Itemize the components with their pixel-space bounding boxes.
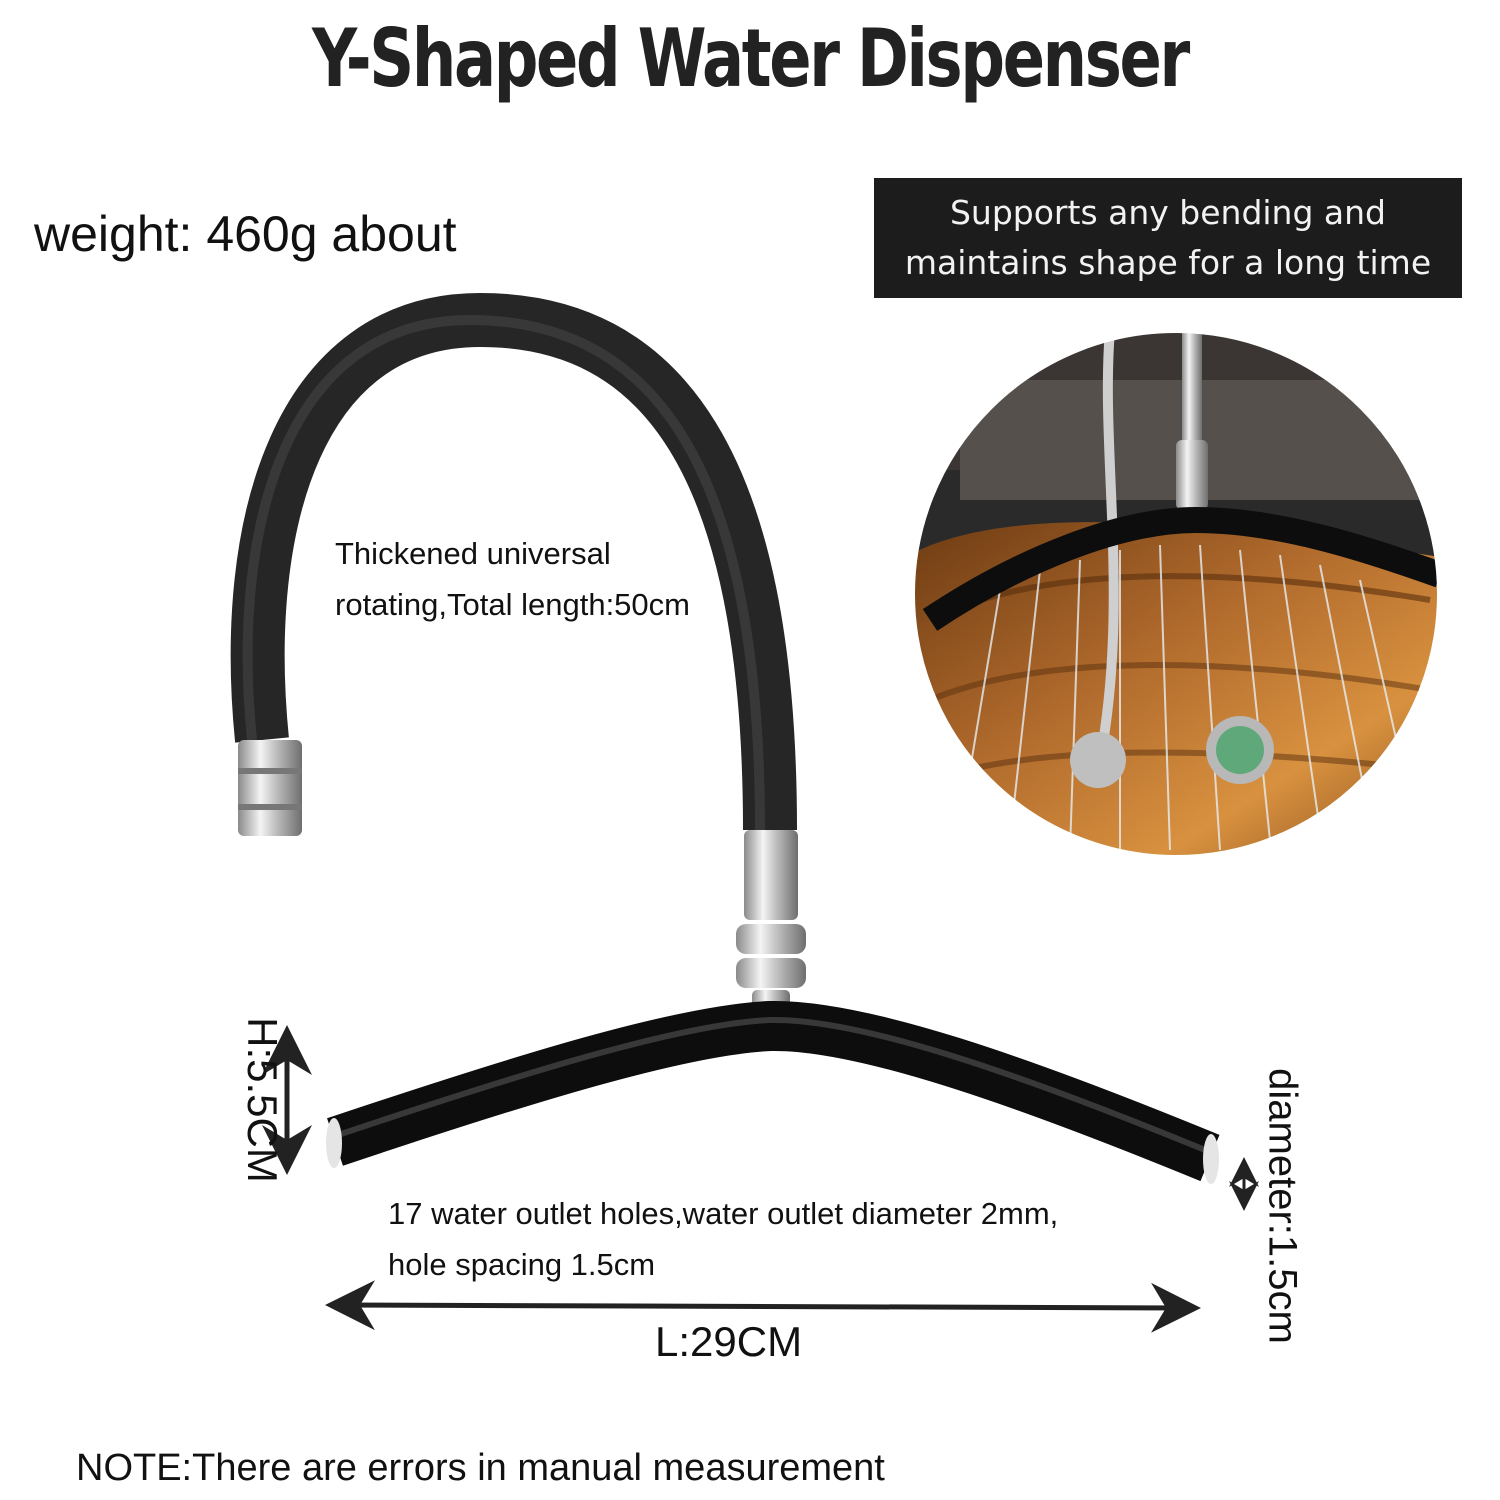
length-arrow xyxy=(325,1280,1201,1333)
usage-photo xyxy=(914,332,1438,856)
swivel-joint xyxy=(736,830,806,1020)
hose-description: Thickened universal rotating,Total lengt… xyxy=(335,528,690,630)
hose-line-1: Thickened universal xyxy=(335,536,611,571)
height-dimension: H:5.5CM xyxy=(239,1017,286,1183)
weight-label: weight: 460g about xyxy=(34,206,457,262)
holes-line-2: hole spacing 1.5cm xyxy=(388,1247,656,1282)
holes-line-1: 17 water outlet holes,water outlet diame… xyxy=(388,1196,1059,1231)
length-dimension: L:29CM xyxy=(655,1318,803,1365)
diameter-dimension: diameter:1.5cm xyxy=(1260,1068,1305,1344)
outlet-pipe xyxy=(326,1000,1220,1184)
badge-line-2: maintains shape for a long time xyxy=(904,243,1432,282)
hose-nut xyxy=(238,740,302,836)
badge-line-1: Supports any bending and xyxy=(949,193,1386,232)
flexible-hose xyxy=(230,292,797,831)
hose-line-2: rotating,Total length:50cm xyxy=(335,587,690,622)
holes-description: 17 water outlet holes,water outlet diame… xyxy=(388,1188,1058,1290)
measurement-note: NOTE:There are errors in manual measurem… xyxy=(76,1447,885,1489)
feature-badge: Supports any bending and maintains shape… xyxy=(874,178,1462,298)
page-title: Y-Shaped Water Dispenser xyxy=(312,12,1190,105)
